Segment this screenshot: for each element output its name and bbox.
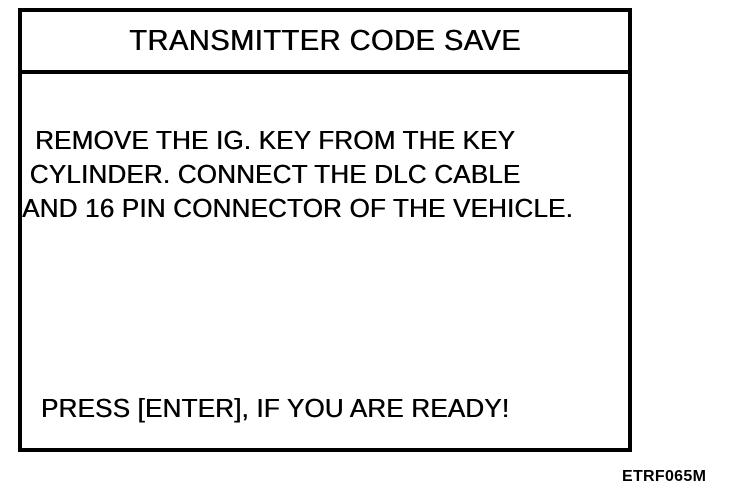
instruction-line-2: CYLINDER. CONNECT THE DLC CABLE bbox=[29, 159, 521, 189]
enter-key-prompt: PRESS [ENTER], IF YOU ARE READY! bbox=[40, 393, 510, 423]
instruction-line-3: AND 16 PIN CONNECTOR OF THE VEHICLE. bbox=[22, 193, 573, 223]
instruction-line-1: REMOVE THE IG. KEY FROM THE KEY bbox=[34, 125, 516, 155]
instruction-message: REMOVE THE IG. KEY FROM THE KEY CYLINDER… bbox=[22, 123, 573, 225]
screen-title: TRANSMITTER CODE SAVE bbox=[129, 24, 521, 57]
figure-reference-code: ETRF065M bbox=[622, 468, 707, 485]
screen-title-bar: TRANSMITTER CODE SAVE bbox=[22, 12, 628, 74]
scan-tool-screen: TRANSMITTER CODE SAVE REMOVE THE IG. KEY… bbox=[18, 8, 632, 452]
